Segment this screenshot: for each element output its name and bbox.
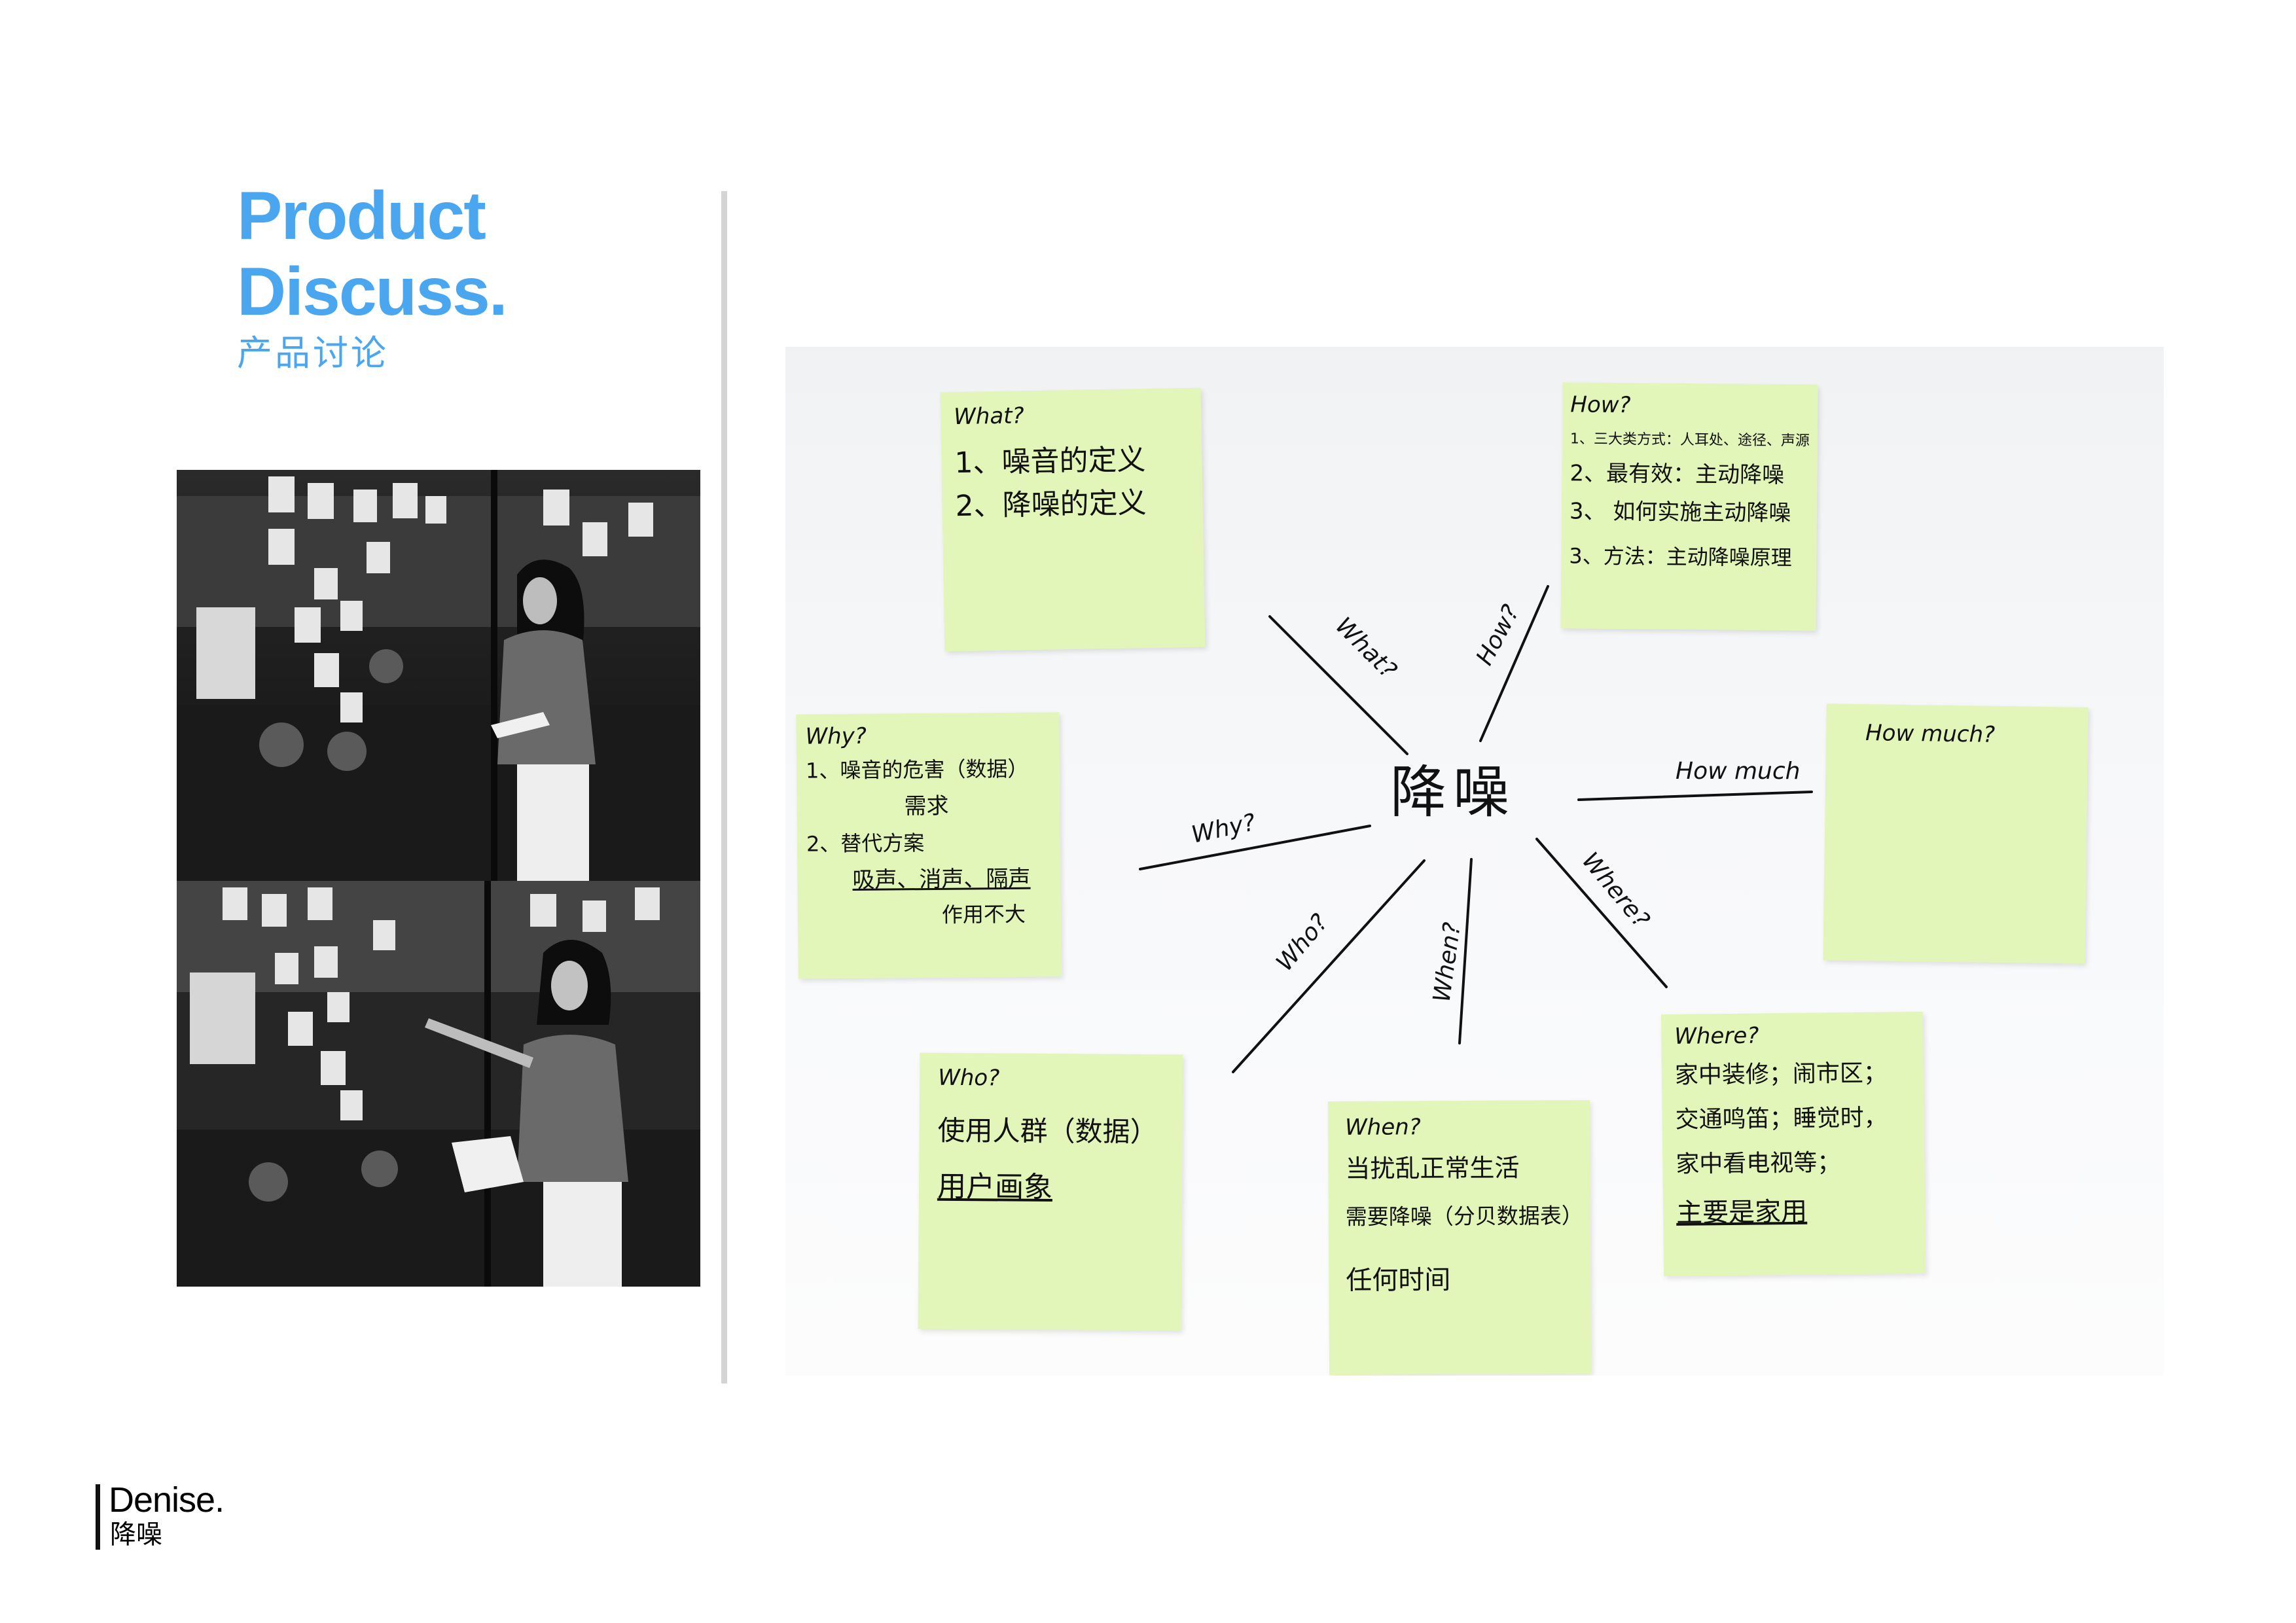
vertical-divider xyxy=(721,191,727,1383)
footer-brand-subtitle: 降噪 xyxy=(110,1520,162,1549)
note-where-line: 交通鸣笛；睡觉时， xyxy=(1675,1104,1888,1133)
note-what-heading: What? xyxy=(953,402,1024,431)
note-where-line: 家中装修；闹市区； xyxy=(1674,1060,1888,1089)
footer-brand-name: Denise. xyxy=(109,1480,224,1520)
note-why-line: 1、噪音的危害（数据） xyxy=(805,756,1029,783)
note-why-line: 需求 xyxy=(904,793,949,820)
sticky-note-why: Why? 1、噪音的危害（数据） 需求 2、替代方案 吸声、消声、隔声 作用不大 xyxy=(796,712,1062,979)
sticky-note-who: Who? 使用人群（数据） 用户画象 xyxy=(918,1052,1183,1331)
sticky-note-how-much: How much? xyxy=(1823,704,2089,964)
note-how-line: 3、方法：主动降噪原理 xyxy=(1569,543,1792,571)
note-who-line: 用户画象 xyxy=(937,1169,1053,1205)
spoke-who xyxy=(1232,859,1426,1073)
center-topic: 降噪 xyxy=(1390,760,1516,825)
note-why-line: 吸声、消声、隔声 xyxy=(852,865,1031,894)
note-how-heading: How? xyxy=(1570,391,1631,419)
note-when-line: 当扰乱正常生活 xyxy=(1345,1153,1520,1183)
note-when-line: 需要降噪（分贝数据表） xyxy=(1345,1203,1583,1230)
note-how-line: 3、 如何实施主动降噪 xyxy=(1569,498,1791,527)
sticky-note-what: What? 1、噪音的定义 2、降噪的定义 xyxy=(940,387,1206,652)
mind-map-spokes xyxy=(1139,585,1813,1073)
page-subtitle: 产品讨论 xyxy=(237,334,389,373)
note-when-heading: When? xyxy=(1345,1114,1421,1141)
spoke-why xyxy=(1139,825,1371,870)
note-why-line: 2、替代方案 xyxy=(806,830,925,857)
sticky-note-when: When? 当扰乱正常生活 需要降噪（分贝数据表） 任何时间 xyxy=(1327,1099,1592,1376)
spoke-label-how-much: How much xyxy=(1676,758,1801,785)
note-when-line: 任何时间 xyxy=(1346,1265,1451,1296)
team-photo-top xyxy=(177,470,700,881)
note-why-line: 作用不大 xyxy=(941,901,1026,927)
page-title: Product Discuss. xyxy=(237,178,508,330)
whiteboard: 降噪 What? How? How much Where? When? Who?… xyxy=(785,347,2164,1376)
spoke-where xyxy=(1535,838,1668,988)
note-what-line: 1、噪音的定义 xyxy=(954,443,1146,480)
footer-accent-bar xyxy=(96,1484,100,1550)
spoke-what xyxy=(1268,615,1408,755)
note-why-heading: Why? xyxy=(805,722,867,750)
team-photo-bottom xyxy=(177,881,700,1287)
note-how-line: 2、最有效：主动降噪 xyxy=(1570,460,1785,489)
note-where-line: 主要是家用 xyxy=(1676,1196,1808,1228)
spoke-when xyxy=(1458,858,1473,1044)
note-how-line: 1、三大类方式：人耳处、途径、声源 xyxy=(1570,431,1810,450)
title-line-product: Product xyxy=(237,178,486,254)
sticky-note-where: Where? 家中装修；闹市区； 交通鸣笛；睡觉时， 家中看电视等； 主要是家用 xyxy=(1660,1011,1926,1277)
note-what-line: 2、降噪的定义 xyxy=(955,486,1147,524)
note-who-line: 使用人群（数据） xyxy=(937,1114,1158,1149)
note-where-heading: Where? xyxy=(1674,1022,1759,1050)
note-who-heading: Who? xyxy=(938,1064,1000,1092)
sticky-note-how: How? 1、三大类方式：人耳处、途径、声源 2、最有效：主动降噪 3、 如何实… xyxy=(1560,382,1818,631)
note-how-much-heading: How much? xyxy=(1865,720,1996,748)
title-line-discuss: Discuss. xyxy=(237,254,508,330)
spoke-how-much xyxy=(1577,791,1813,801)
spoke-how xyxy=(1479,585,1549,742)
note-where-line: 家中看电视等； xyxy=(1676,1149,1841,1178)
